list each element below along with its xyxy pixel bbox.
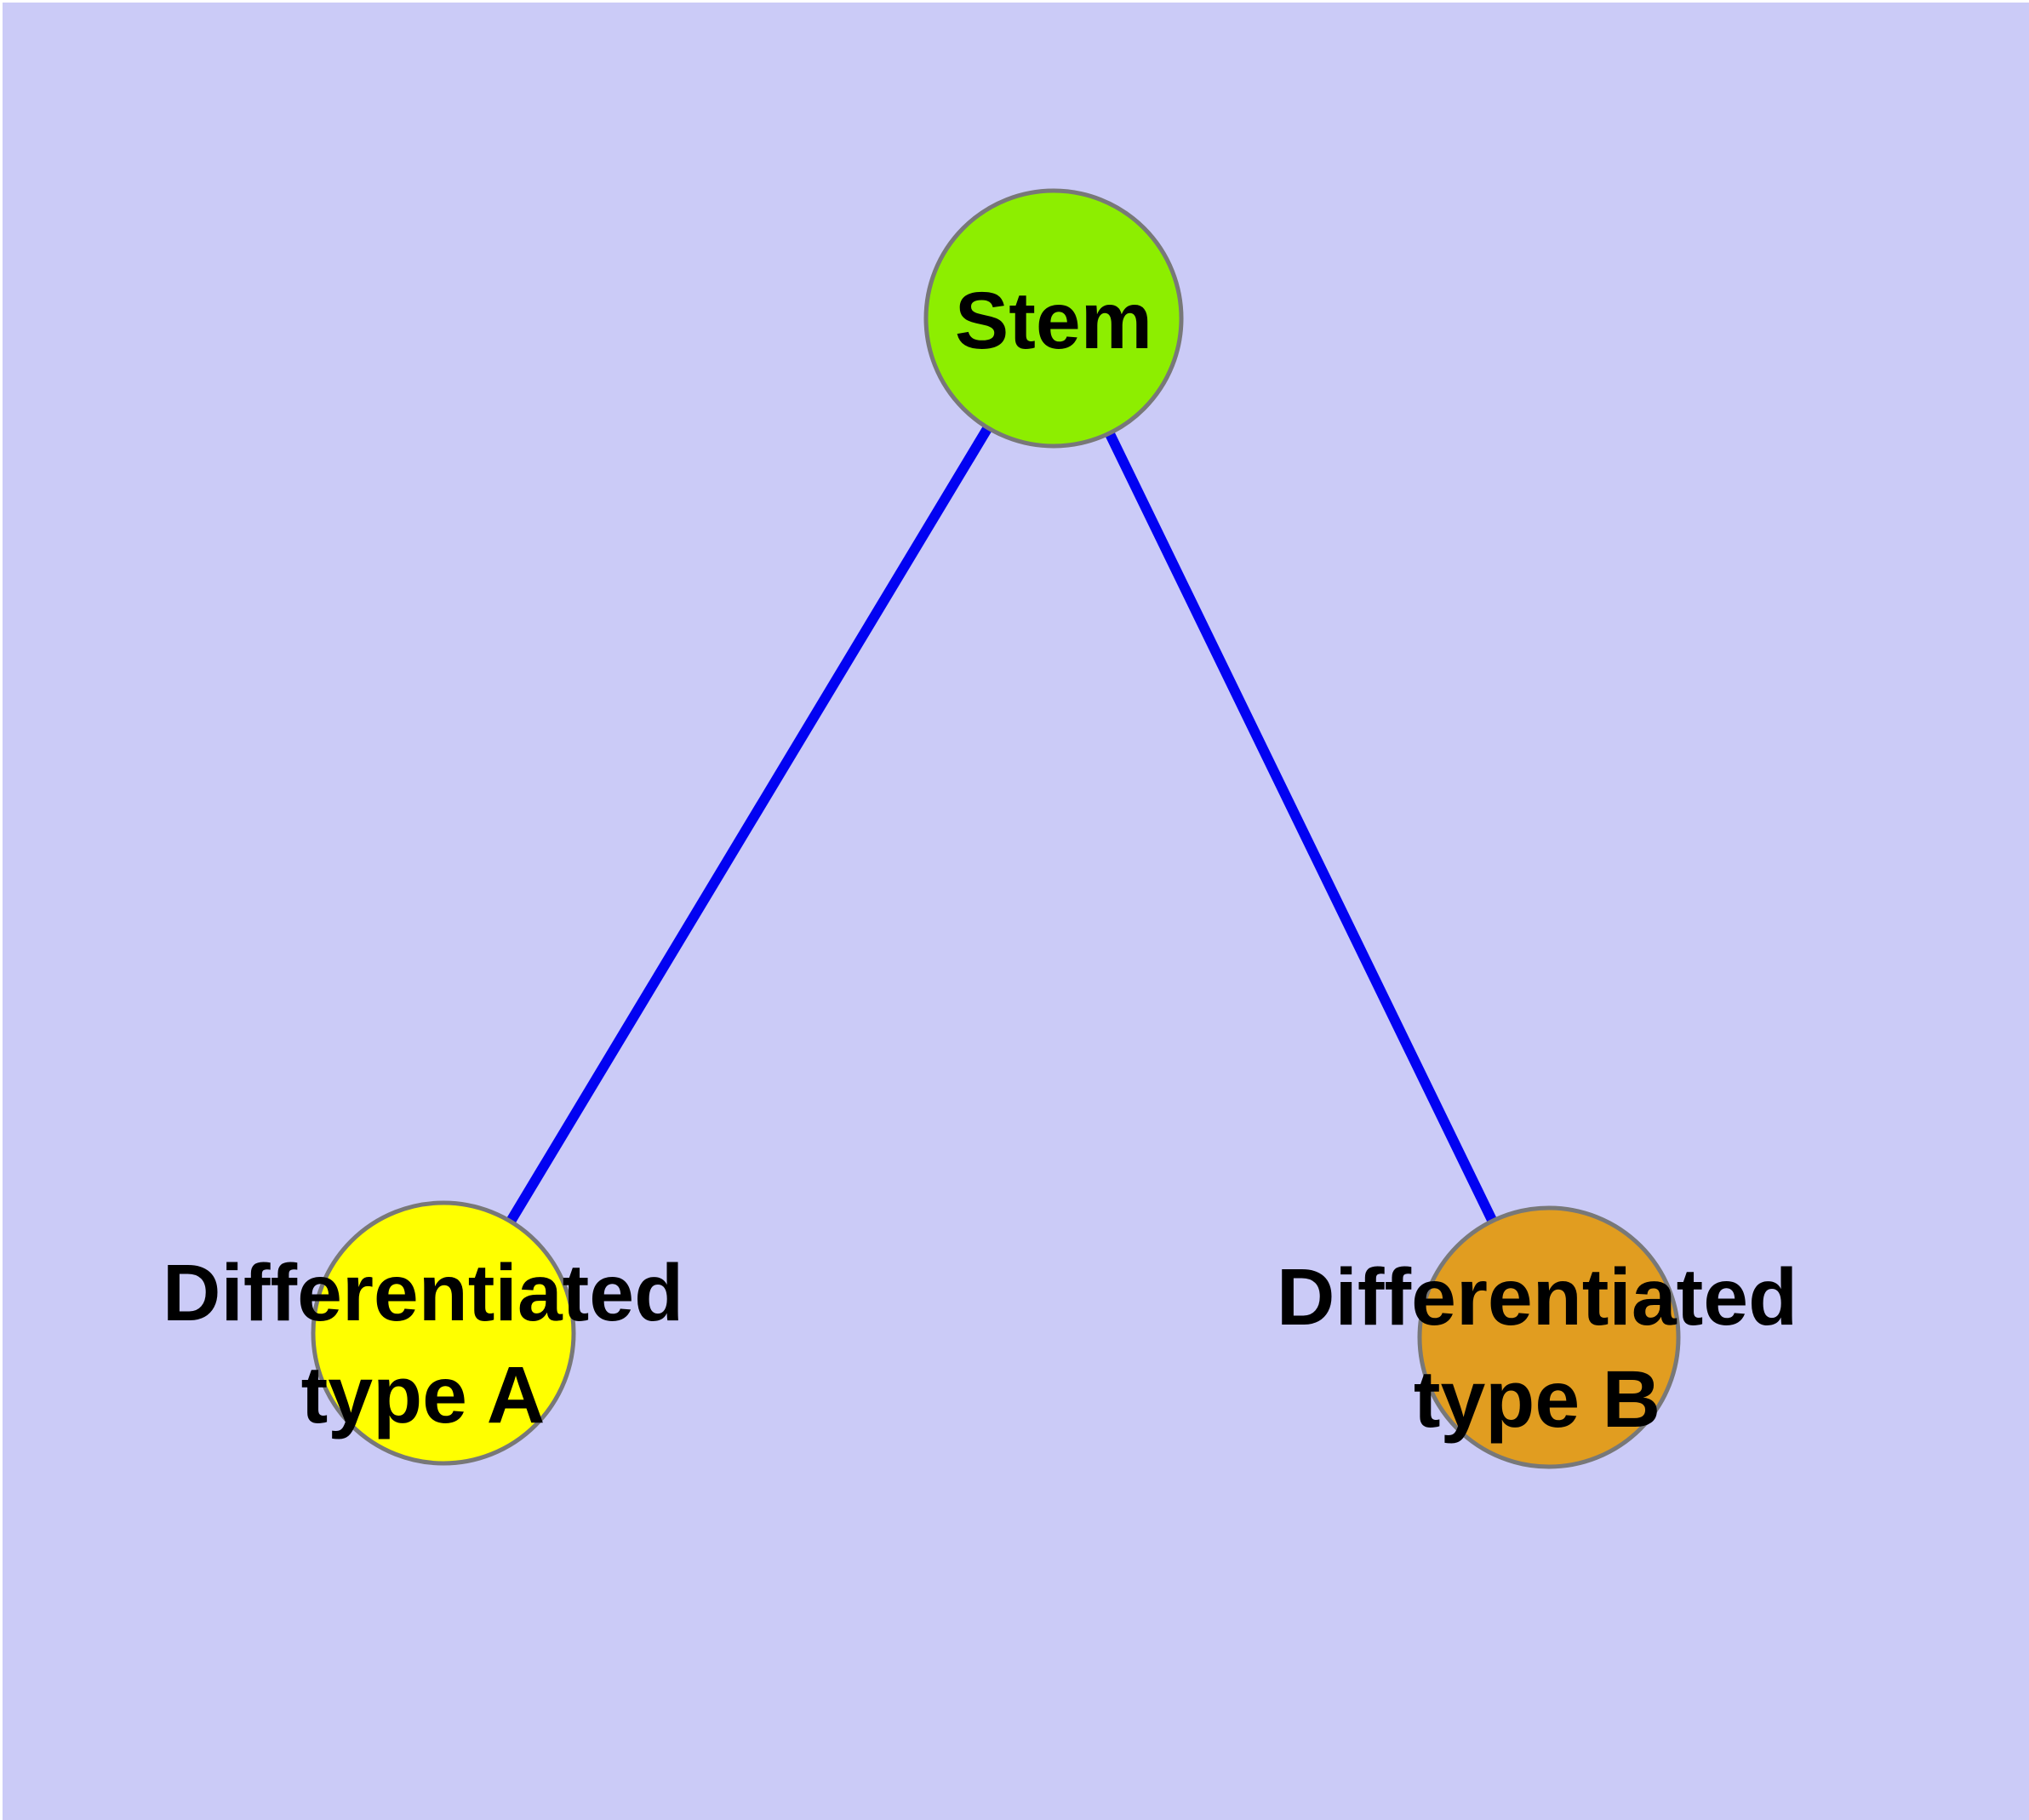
node-typeA-label-line1: Differentiated: [163, 1248, 683, 1338]
edges: [438, 315, 1554, 1340]
edge-stem-to-typeB: [1049, 316, 1554, 1340]
node-stem: Stem: [923, 188, 1184, 449]
node-stem-circle: [923, 188, 1184, 449]
node-typeB-circle: [1417, 1205, 1681, 1469]
node-typeA-label-line2: type A: [301, 1350, 546, 1440]
node-typeA-circle: [311, 1200, 576, 1466]
node-stem-label: Stem: [955, 276, 1152, 366]
node-typeB-label-line1: Differentiated: [1277, 1252, 1798, 1342]
node-typeB-label-line2: type B: [1414, 1354, 1660, 1445]
node-differentiated-type-b: Differentiated type B: [1277, 1205, 1798, 1469]
node-differentiated-type-a: Differentiated type A: [163, 1200, 683, 1466]
edge-stem-to-typeA: [438, 315, 1059, 1336]
